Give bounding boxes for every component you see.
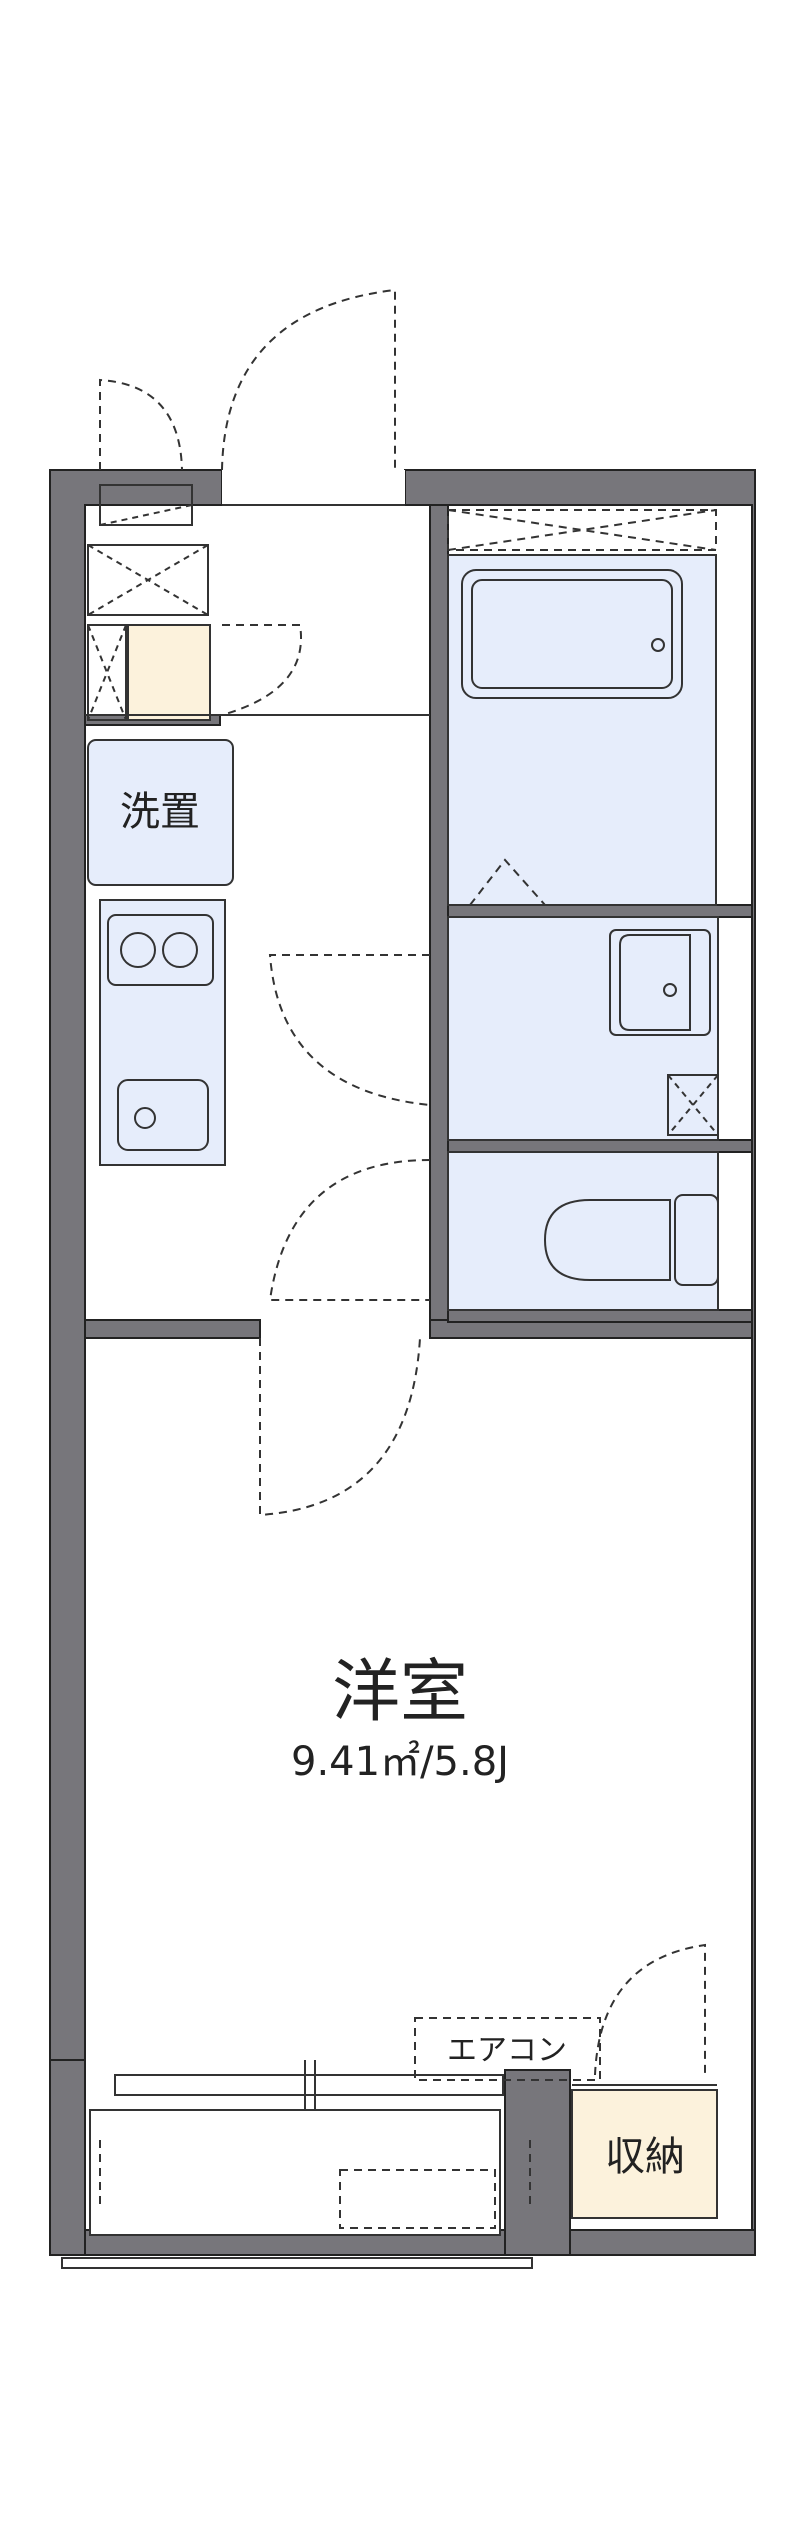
entrance-shaft-1 [87,544,209,616]
aircon-label: エアコン [447,2033,567,2068]
closet-label: 収納 [605,2134,685,2180]
partition-walls [49,504,753,2256]
kitchen-sink [117,1079,209,1151]
toilet-room [447,1151,719,1311]
entrance-opening [222,470,405,505]
balcony-window-rail [114,2074,504,2096]
kitchen-counter [99,899,226,1166]
washroom-door-swing [268,954,431,1106]
closet [571,2089,718,2219]
entrance-shaft-2 [87,624,127,721]
toilet-bowl [543,1199,671,1281]
vanity [609,929,711,1036]
vanity-drain [663,983,677,997]
meter-door-swing [99,378,183,471]
sink-drain [134,1107,156,1129]
washer-label: 洗置 [120,789,200,835]
main-door-swing [221,288,396,471]
balcony [89,2109,501,2236]
shoe-door-swing [221,624,302,716]
room-name: 洋室 [332,1653,468,1732]
bath-ceiling-vent [447,509,717,551]
balcony-edge [61,2257,533,2269]
aircon-box [414,2017,601,2081]
burner-left [120,932,156,968]
bath-door-swing [469,858,546,906]
room-door-swing [259,1337,421,1517]
room-area: 9.41㎡/5.8J [291,1739,509,1785]
toilet-door-swing [268,1159,431,1301]
closet-door-swing [594,1943,706,2076]
stove [107,914,214,986]
toilet-tank [674,1194,719,1286]
pipe-shaft [667,1074,719,1136]
burner-right [162,932,198,968]
bathtub [461,569,683,699]
bathtub-inner [471,579,673,689]
shoe-storage [127,624,211,721]
meter-box [99,484,193,526]
balcony-outdoor-unit [339,2169,496,2229]
vanity-basin [619,934,691,1031]
bathtub-drain [651,638,665,652]
washer-place [87,739,234,886]
